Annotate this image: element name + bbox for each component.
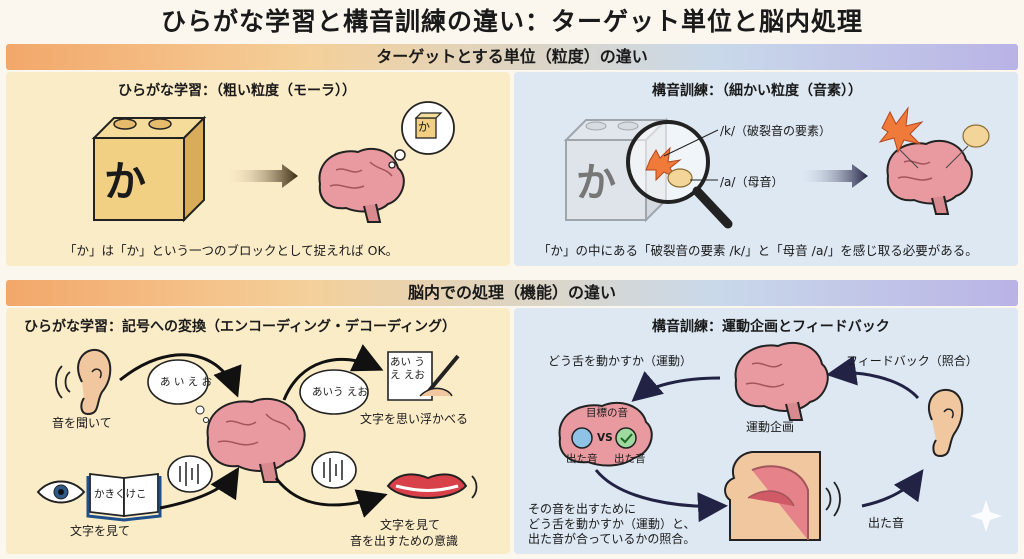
output-label-right: 出た音	[614, 453, 646, 465]
paper-text: あい うえ えお	[390, 356, 425, 381]
label-a: /a/（母音）	[720, 175, 784, 189]
mouth-label-line2: 音を出すための意識	[350, 534, 459, 548]
sound-bubble	[311, 451, 357, 489]
comparison-brain-icon	[558, 401, 653, 467]
sound-bubble	[167, 455, 213, 493]
arrow-icon	[225, 164, 298, 188]
vocal-tract-icon	[724, 451, 821, 541]
hiragana-granularity-caption: 「か」は「か」という一つのブロックとして捉えれば OK。	[64, 243, 399, 258]
articulation-desc-line1: その音を出すために	[528, 502, 637, 516]
lego-block-icon	[91, 115, 207, 223]
brain-icon	[318, 147, 405, 223]
eye-label: 文字を見て	[70, 524, 131, 538]
hiragana-processing-title: ひらがな学習：記号への変換（エンコーディング・デコーディング）	[24, 319, 457, 335]
vowel-ball-icon	[962, 124, 990, 148]
hiragana-granularity-title: ひらがな学習：（粗い粒度（モーラ））	[118, 83, 356, 99]
eye-icon	[36, 480, 86, 504]
articulation-desc-line2: どう舌を動かすか（運動）と、	[528, 517, 696, 531]
brain-icon	[206, 397, 306, 483]
label-k: /k/（破裂音の要素）	[720, 124, 832, 138]
processing-heading: 脳内での処理（機能）の違い	[6, 280, 1018, 306]
arrow-icon	[797, 164, 868, 188]
granularity-heading: ターゲットとする単位（粒度）の違い	[6, 44, 1018, 70]
brain-icon	[734, 341, 829, 421]
speech-bubble	[147, 359, 209, 405]
mouth-label-line1: 文字を見て	[380, 518, 441, 532]
output-label-left: 出た音	[566, 453, 598, 465]
book-icon	[86, 472, 162, 522]
sparkle-icon	[970, 500, 1002, 532]
page-title: ひらがな学習と構音訓練の違い：ターゲット単位と脳内処理	[160, 7, 863, 36]
articulation-desc-line3: 出た音が合っているかの照合。	[528, 532, 696, 546]
brain-icon	[886, 139, 973, 215]
planning-label: 運動企画	[746, 420, 795, 434]
paper-pen-icon	[387, 351, 460, 401]
articulation-granularity-caption: 「か」の中にある「破裂音の要素 /k/」と「母音 /a/」を感じ取る必要がある。	[538, 243, 978, 258]
magnifier-icon	[626, 120, 733, 229]
write-label: 文字を思い浮かべる	[360, 412, 469, 426]
ear-icon	[927, 389, 964, 458]
bubble-text-1: あ い え お	[160, 376, 213, 388]
bubble-character: か	[418, 120, 431, 134]
motor-label: どう舌を動かすか（運動）	[548, 354, 693, 368]
ear-label: 音を聞いて	[52, 416, 112, 430]
articulation-processing-title: 構音訓練：運動企画とフィードバック	[652, 319, 890, 335]
ear-icon	[55, 349, 112, 416]
block-character: か	[104, 157, 147, 206]
faded-block-character: か	[576, 160, 616, 206]
book-text: かきくけこ	[94, 488, 147, 500]
burst-icon	[878, 106, 924, 154]
mouth-icon	[386, 473, 478, 499]
target-label: 目標の音	[586, 407, 628, 419]
output-sound-label: 出た音	[868, 516, 905, 530]
feedback-label: フィードバック（照合）	[846, 354, 978, 368]
bubble-text-2: あいう えお	[312, 386, 368, 398]
vs-label: VS	[597, 432, 613, 444]
speech-bubble	[299, 369, 369, 415]
articulation-granularity-title: 構音訓練：（細かい粒度（音素））	[652, 83, 862, 99]
